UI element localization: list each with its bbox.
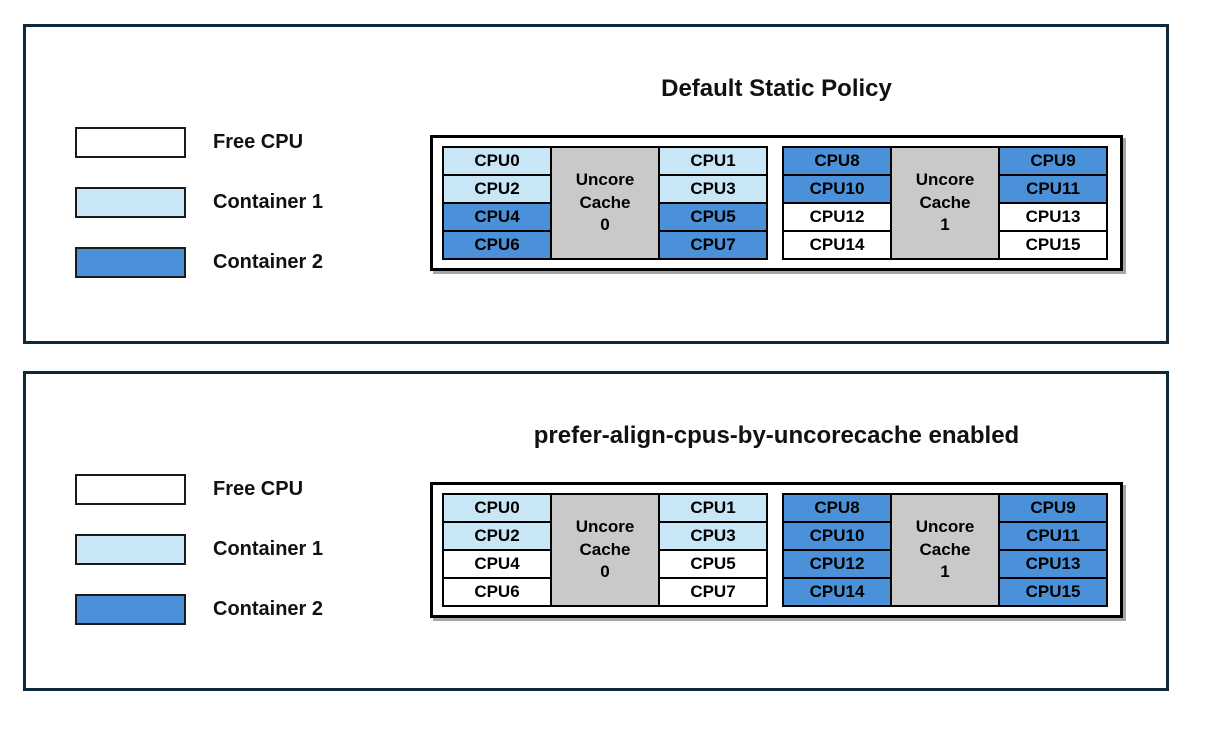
cpu-column-right: CPU9 CPU11 CPU13 CPU15 — [998, 146, 1108, 260]
cpu-cell: CPU12 — [782, 202, 892, 232]
cpu-cell: CPU1 — [658, 493, 768, 523]
legend-swatch-container-2 — [75, 247, 186, 278]
cpu-cell: CPU9 — [998, 493, 1108, 523]
cpu-cell: CPU4 — [442, 202, 552, 232]
cpu-cell: CPU3 — [658, 174, 768, 204]
cpu-column-right: CPU1 CPU3 CPU5 CPU7 — [658, 146, 768, 260]
cpu-cell: CPU11 — [998, 521, 1108, 551]
cpu-cell: CPU5 — [658, 202, 768, 232]
uncore-group-1: CPU8 CPU10 CPU12 CPU14 Uncore Cache 1 CP… — [782, 493, 1108, 607]
cpu-cell: CPU15 — [998, 230, 1108, 260]
uncore-cache-label-line: 1 — [940, 215, 950, 235]
uncore-cache-label-line: 0 — [600, 562, 610, 582]
uncore-cache-label-line: Uncore — [915, 516, 975, 536]
cpu-cell: CPU7 — [658, 230, 768, 260]
legend-label: Free CPU — [213, 478, 304, 500]
cpu-cell: CPU14 — [782, 230, 892, 260]
cpu-cell: CPU13 — [998, 549, 1108, 579]
legend-item-free-cpu: Free CPU — [75, 474, 323, 505]
legend-label: Container 2 — [213, 598, 324, 620]
legend-label: Container 1 — [213, 191, 324, 213]
cpu-cell: CPU0 — [442, 493, 552, 523]
panel-title: Default Static Policy — [661, 75, 892, 102]
uncore-cache-block-0: Uncore Cache 0 — [550, 493, 660, 607]
uncore-cache-block-0: Uncore Cache 0 — [550, 146, 660, 260]
legend-item-container-2: Container 2 — [75, 247, 323, 278]
cpu-cell: CPU10 — [782, 521, 892, 551]
uncore-group-0: CPU0 CPU2 CPU4 CPU6 Uncore Cache 0 CPU1 … — [442, 493, 768, 607]
uncore-cache-label-line: Cache — [919, 192, 971, 212]
panel-default-static-policy: Default Static Policy Free CPU Container… — [23, 24, 1169, 344]
uncore-cache-label-line: Cache — [579, 539, 631, 559]
cpu-cell: CPU12 — [782, 549, 892, 579]
cpu-cell: CPU9 — [998, 146, 1108, 176]
uncore-cache-label-line: 0 — [600, 215, 610, 235]
cpu-cell: CPU2 — [442, 174, 552, 204]
legend-item-container-1: Container 1 — [75, 187, 323, 218]
cpu-cell: CPU8 — [782, 146, 892, 176]
legend-swatch-free — [75, 474, 186, 505]
cpu-cell: CPU10 — [782, 174, 892, 204]
legend-item-container-2: Container 2 — [75, 594, 323, 625]
cpu-cell: CPU1 — [658, 146, 768, 176]
cpu-cell: CPU0 — [442, 146, 552, 176]
cpu-cell: CPU6 — [442, 230, 552, 260]
cpu-column-left: CPU8 CPU10 CPU12 CPU14 — [782, 493, 892, 607]
legend-swatch-container-1 — [75, 187, 186, 218]
legend-label: Free CPU — [213, 131, 304, 153]
legend-swatch-free — [75, 127, 186, 158]
legend-label: Container 2 — [213, 251, 324, 273]
legend-label: Container 1 — [213, 538, 324, 560]
uncore-group-1: CPU8 CPU10 CPU12 CPU14 Uncore Cache 1 CP… — [782, 146, 1108, 260]
legend-item-container-1: Container 1 — [75, 534, 323, 565]
panel-title: prefer-align-cpus-by-uncorecache enabled — [533, 422, 1020, 449]
uncore-cache-label-line: 1 — [940, 562, 950, 582]
cpu-cell: CPU13 — [998, 202, 1108, 232]
legend-swatch-container-2 — [75, 594, 186, 625]
cpu-cell: CPU7 — [658, 577, 768, 607]
cpu-cell: CPU5 — [658, 549, 768, 579]
cpu-column-right: CPU1 CPU3 CPU5 CPU7 — [658, 493, 768, 607]
panel-prefer-align-uncorecache: prefer-align-cpus-by-uncorecache enabled… — [23, 371, 1169, 691]
uncore-cache-block-1: Uncore Cache 1 — [890, 493, 1000, 607]
legend: Free CPU Container 1 Container 2 — [75, 127, 323, 307]
cpu-cell: CPU15 — [998, 577, 1108, 607]
legend-item-free-cpu: Free CPU — [75, 127, 323, 158]
cpu-column-left: CPU8 CPU10 CPU12 CPU14 — [782, 146, 892, 260]
uncore-cache-label-line: Uncore — [575, 169, 635, 189]
uncore-cache-block-1: Uncore Cache 1 — [890, 146, 1000, 260]
uncore-cache-label-line: Uncore — [915, 169, 975, 189]
cpu-cell: CPU6 — [442, 577, 552, 607]
legend: Free CPU Container 1 Container 2 — [75, 474, 323, 654]
cpu-column-right: CPU9 CPU11 CPU13 CPU15 — [998, 493, 1108, 607]
cpu-cell: CPU8 — [782, 493, 892, 523]
legend-swatch-container-1 — [75, 534, 186, 565]
cpu-column-left: CPU0 CPU2 CPU4 CPU6 — [442, 493, 552, 607]
cpu-cell: CPU4 — [442, 549, 552, 579]
uncore-group-0: CPU0 CPU2 CPU4 CPU6 Uncore Cache 0 CPU1 … — [442, 146, 768, 260]
uncore-cache-label-line: Cache — [579, 192, 631, 212]
cpu-cell: CPU2 — [442, 521, 552, 551]
uncore-cache-label-line: Uncore — [575, 516, 635, 536]
cpu-cell: CPU3 — [658, 521, 768, 551]
cpu-column-left: CPU0 CPU2 CPU4 CPU6 — [442, 146, 552, 260]
cpu-topology-diagram: CPU0 CPU2 CPU4 CPU6 Uncore Cache 0 CPU1 … — [430, 135, 1123, 271]
cpu-cell: CPU11 — [998, 174, 1108, 204]
uncore-cache-label-line: Cache — [919, 539, 971, 559]
cpu-topology-diagram: CPU0 CPU2 CPU4 CPU6 Uncore Cache 0 CPU1 … — [430, 482, 1123, 618]
cpu-cell: CPU14 — [782, 577, 892, 607]
